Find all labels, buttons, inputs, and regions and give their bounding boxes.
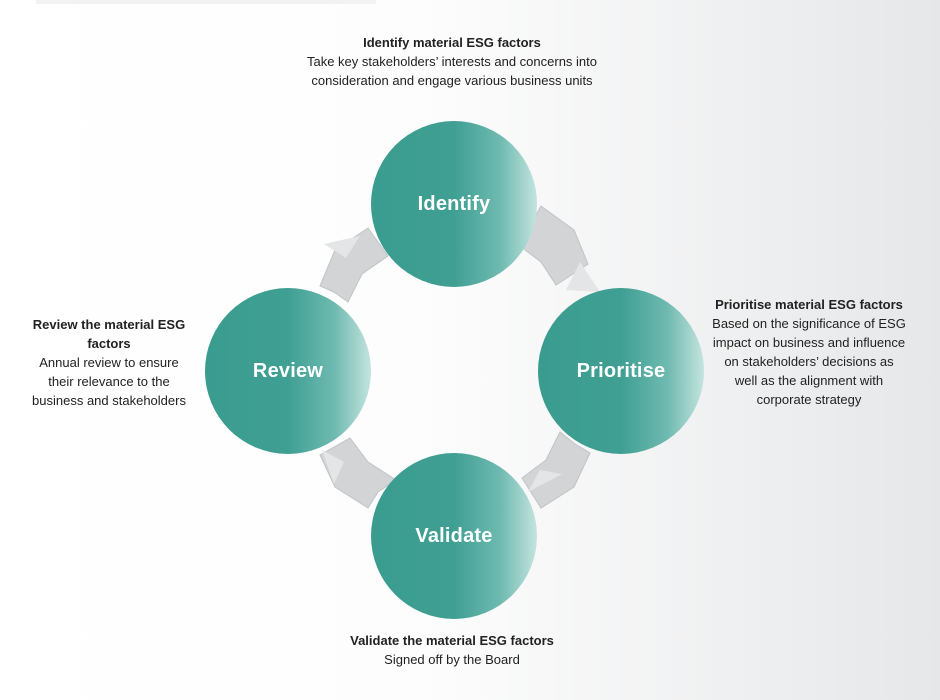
review-circle: Review (205, 288, 371, 454)
review-label: Review (252, 359, 324, 382)
identify-caption: Identify material ESG factors Take key s… (300, 33, 604, 90)
identify-description: Take key stakeholders’ interests and con… (306, 54, 597, 88)
review-heading: Review the material ESG factors (32, 317, 186, 351)
identify-label: Identify (417, 192, 491, 215)
review-description: Annual review to ensure their relevance … (32, 355, 186, 408)
validate-caption: Validate the material ESG factors Signed… (320, 631, 584, 669)
top-rule (36, 0, 376, 4)
identify-heading: Identify material ESG factors (363, 35, 541, 50)
prioritise-description: Based on the significance of ESG impact … (712, 316, 906, 407)
arrowhead-prioritise-to-validate (528, 470, 562, 492)
identify-circle: Identify (371, 121, 537, 287)
prioritise-circle: Prioritise (538, 288, 704, 454)
prioritise-heading: Prioritise material ESG factors (715, 297, 903, 312)
validate-label: Validate (415, 524, 493, 547)
validate-circle: Validate (371, 453, 537, 619)
validate-description: Signed off by the Board (384, 652, 520, 667)
arrowhead-identify-to-prioritise (566, 262, 600, 292)
prioritise-caption: Prioritise material ESG factors Based on… (712, 295, 906, 409)
arrow-validate-to-review (319, 437, 397, 509)
review-caption: Review the material ESG factors Annual r… (30, 315, 188, 410)
arrowhead-validate-to-review (322, 450, 344, 484)
validate-heading: Validate the material ESG factors (350, 633, 554, 648)
prioritise-label: Prioritise (576, 359, 666, 382)
arrow-prioritise-to-validate (521, 431, 591, 509)
arrowhead-review-to-identify (324, 236, 360, 258)
